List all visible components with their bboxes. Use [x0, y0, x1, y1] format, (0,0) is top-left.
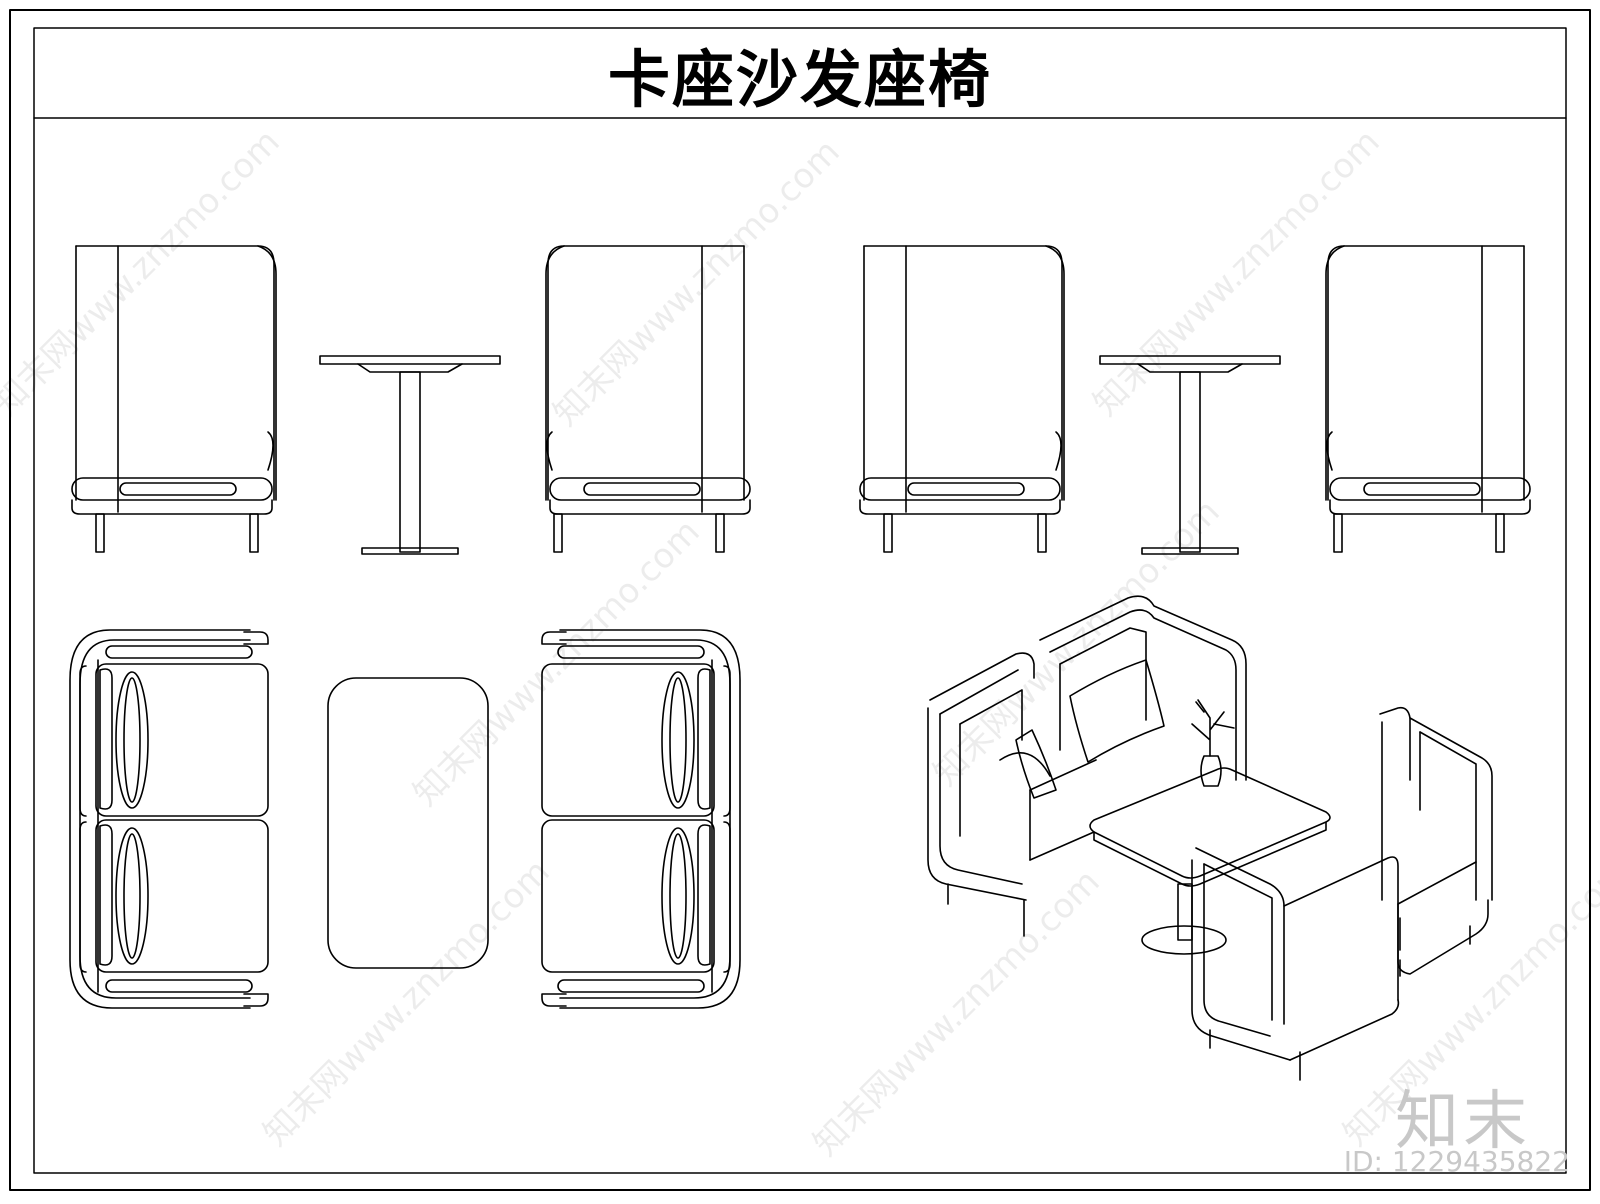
- booth-set-isometric: [927, 595, 1493, 1081]
- booth-seat-plan-right: [541, 629, 741, 1009]
- document-id: ID: 1229435822: [1343, 1145, 1570, 1178]
- table-plan: [327, 677, 489, 969]
- booth-seat-elevation-3: [859, 245, 1065, 553]
- inner-frame: [33, 27, 1567, 1174]
- brand-logo: 知末: [1395, 1085, 1531, 1159]
- outer-frame: [9, 9, 1591, 1191]
- table-elevation-2: [1099, 355, 1281, 555]
- booth-seat-plan-left: [69, 629, 269, 1009]
- table-elevation-1: [319, 355, 501, 555]
- page-title: 卡座沙发座椅: [607, 43, 992, 116]
- booth-seat-elevation-1: [71, 245, 277, 553]
- booth-seat-elevation-2: [545, 245, 751, 553]
- booth-seat-elevation-4: [1325, 245, 1531, 553]
